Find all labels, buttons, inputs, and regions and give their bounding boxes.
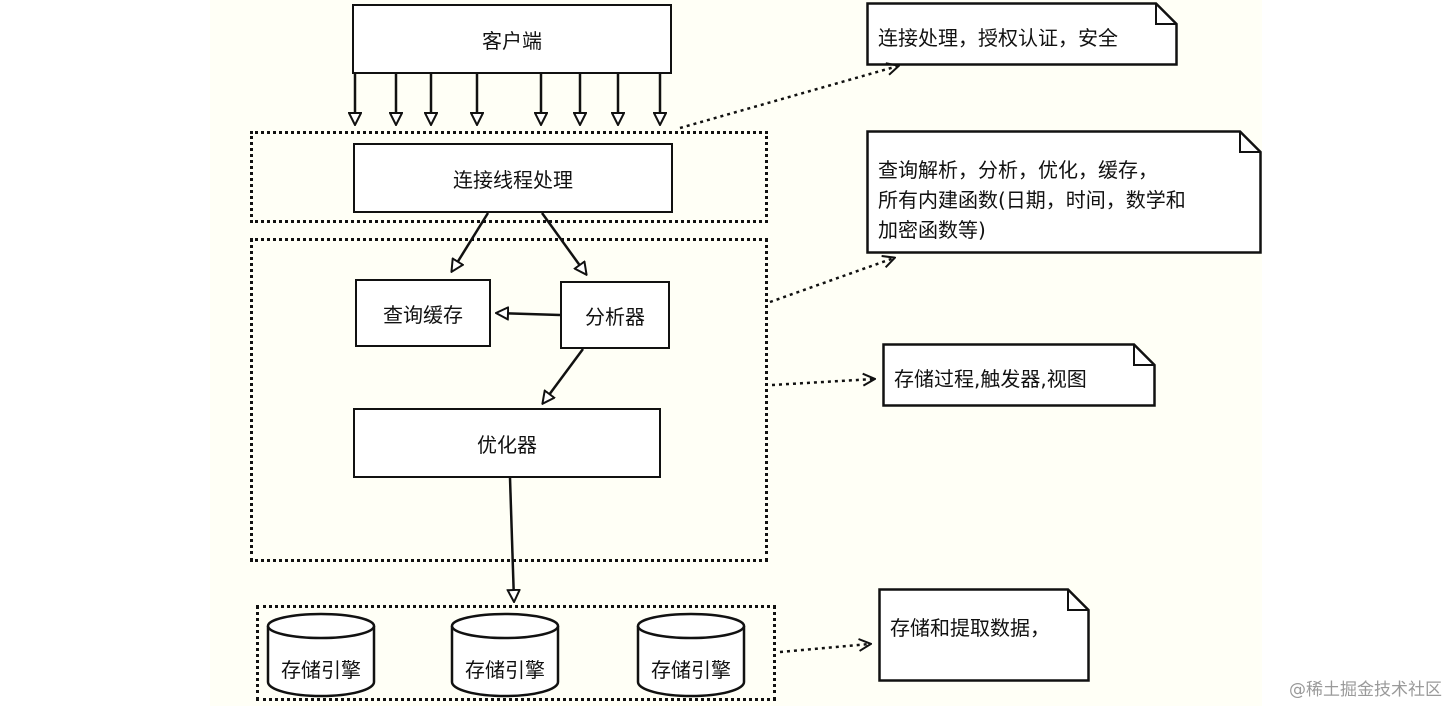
optimizer-box: 优化器 (353, 408, 661, 478)
service-note-line-3: 加密函数等) (878, 218, 986, 242)
optimizer-label: 优化器 (477, 432, 537, 457)
note-shape (866, 2, 1178, 66)
note-shape (882, 343, 1156, 407)
service-note: 查询解析，分析，优化，缓存， 所有内建函数(日期，时间，数学和 加密函数等) (866, 130, 1262, 254)
client-box: 客户端 (352, 4, 672, 74)
note-shape (866, 130, 1262, 254)
procedures-note: 存储过程,触发器,视图 (882, 343, 1156, 407)
storage-engine-label: 存储引擎 (465, 658, 545, 682)
storage-note-line-1: 存储和提取数据， (890, 616, 1050, 640)
client-label: 客户端 (482, 28, 542, 53)
connection-thread-box: 连接线程处理 (353, 143, 673, 213)
watermark: @稀土掘金技术社区 (1289, 680, 1442, 700)
note-shape (878, 588, 1090, 682)
procedures-note-line-1: 存储过程,触发器,视图 (894, 367, 1087, 391)
storage-engine-cylinder-1: 存储引擎 (266, 612, 376, 698)
query-cache-box: 查询缓存 (355, 279, 491, 347)
cylinder-icon (266, 612, 376, 698)
cylinder-icon (636, 612, 746, 698)
connection-thread-label: 连接线程处理 (453, 167, 573, 192)
storage-engine-cylinder-2: 存储引擎 (450, 612, 560, 698)
service-layer-region (250, 238, 768, 562)
storage-engine-cylinder-3: 存储引擎 (636, 612, 746, 698)
storage-layer-region (256, 605, 776, 701)
analyzer-box: 分析器 (560, 281, 670, 349)
connection-note: 连接处理，授权认证，安全 (866, 2, 1178, 66)
query-cache-label: 查询缓存 (383, 302, 463, 327)
service-note-line-2: 所有内建函数(日期，时间，数学和 (878, 188, 1186, 212)
connection-note-line-1: 连接处理，授权认证，安全 (878, 26, 1118, 50)
service-note-line-1: 查询解析，分析，优化，缓存， (878, 158, 1158, 182)
connection-layer-region (250, 131, 768, 223)
storage-note: 存储和提取数据， (878, 588, 1090, 682)
cylinder-icon (450, 612, 560, 698)
storage-engine-label: 存储引擎 (651, 658, 731, 682)
storage-engine-label: 存储引擎 (281, 658, 361, 682)
analyzer-label: 分析器 (585, 304, 645, 329)
